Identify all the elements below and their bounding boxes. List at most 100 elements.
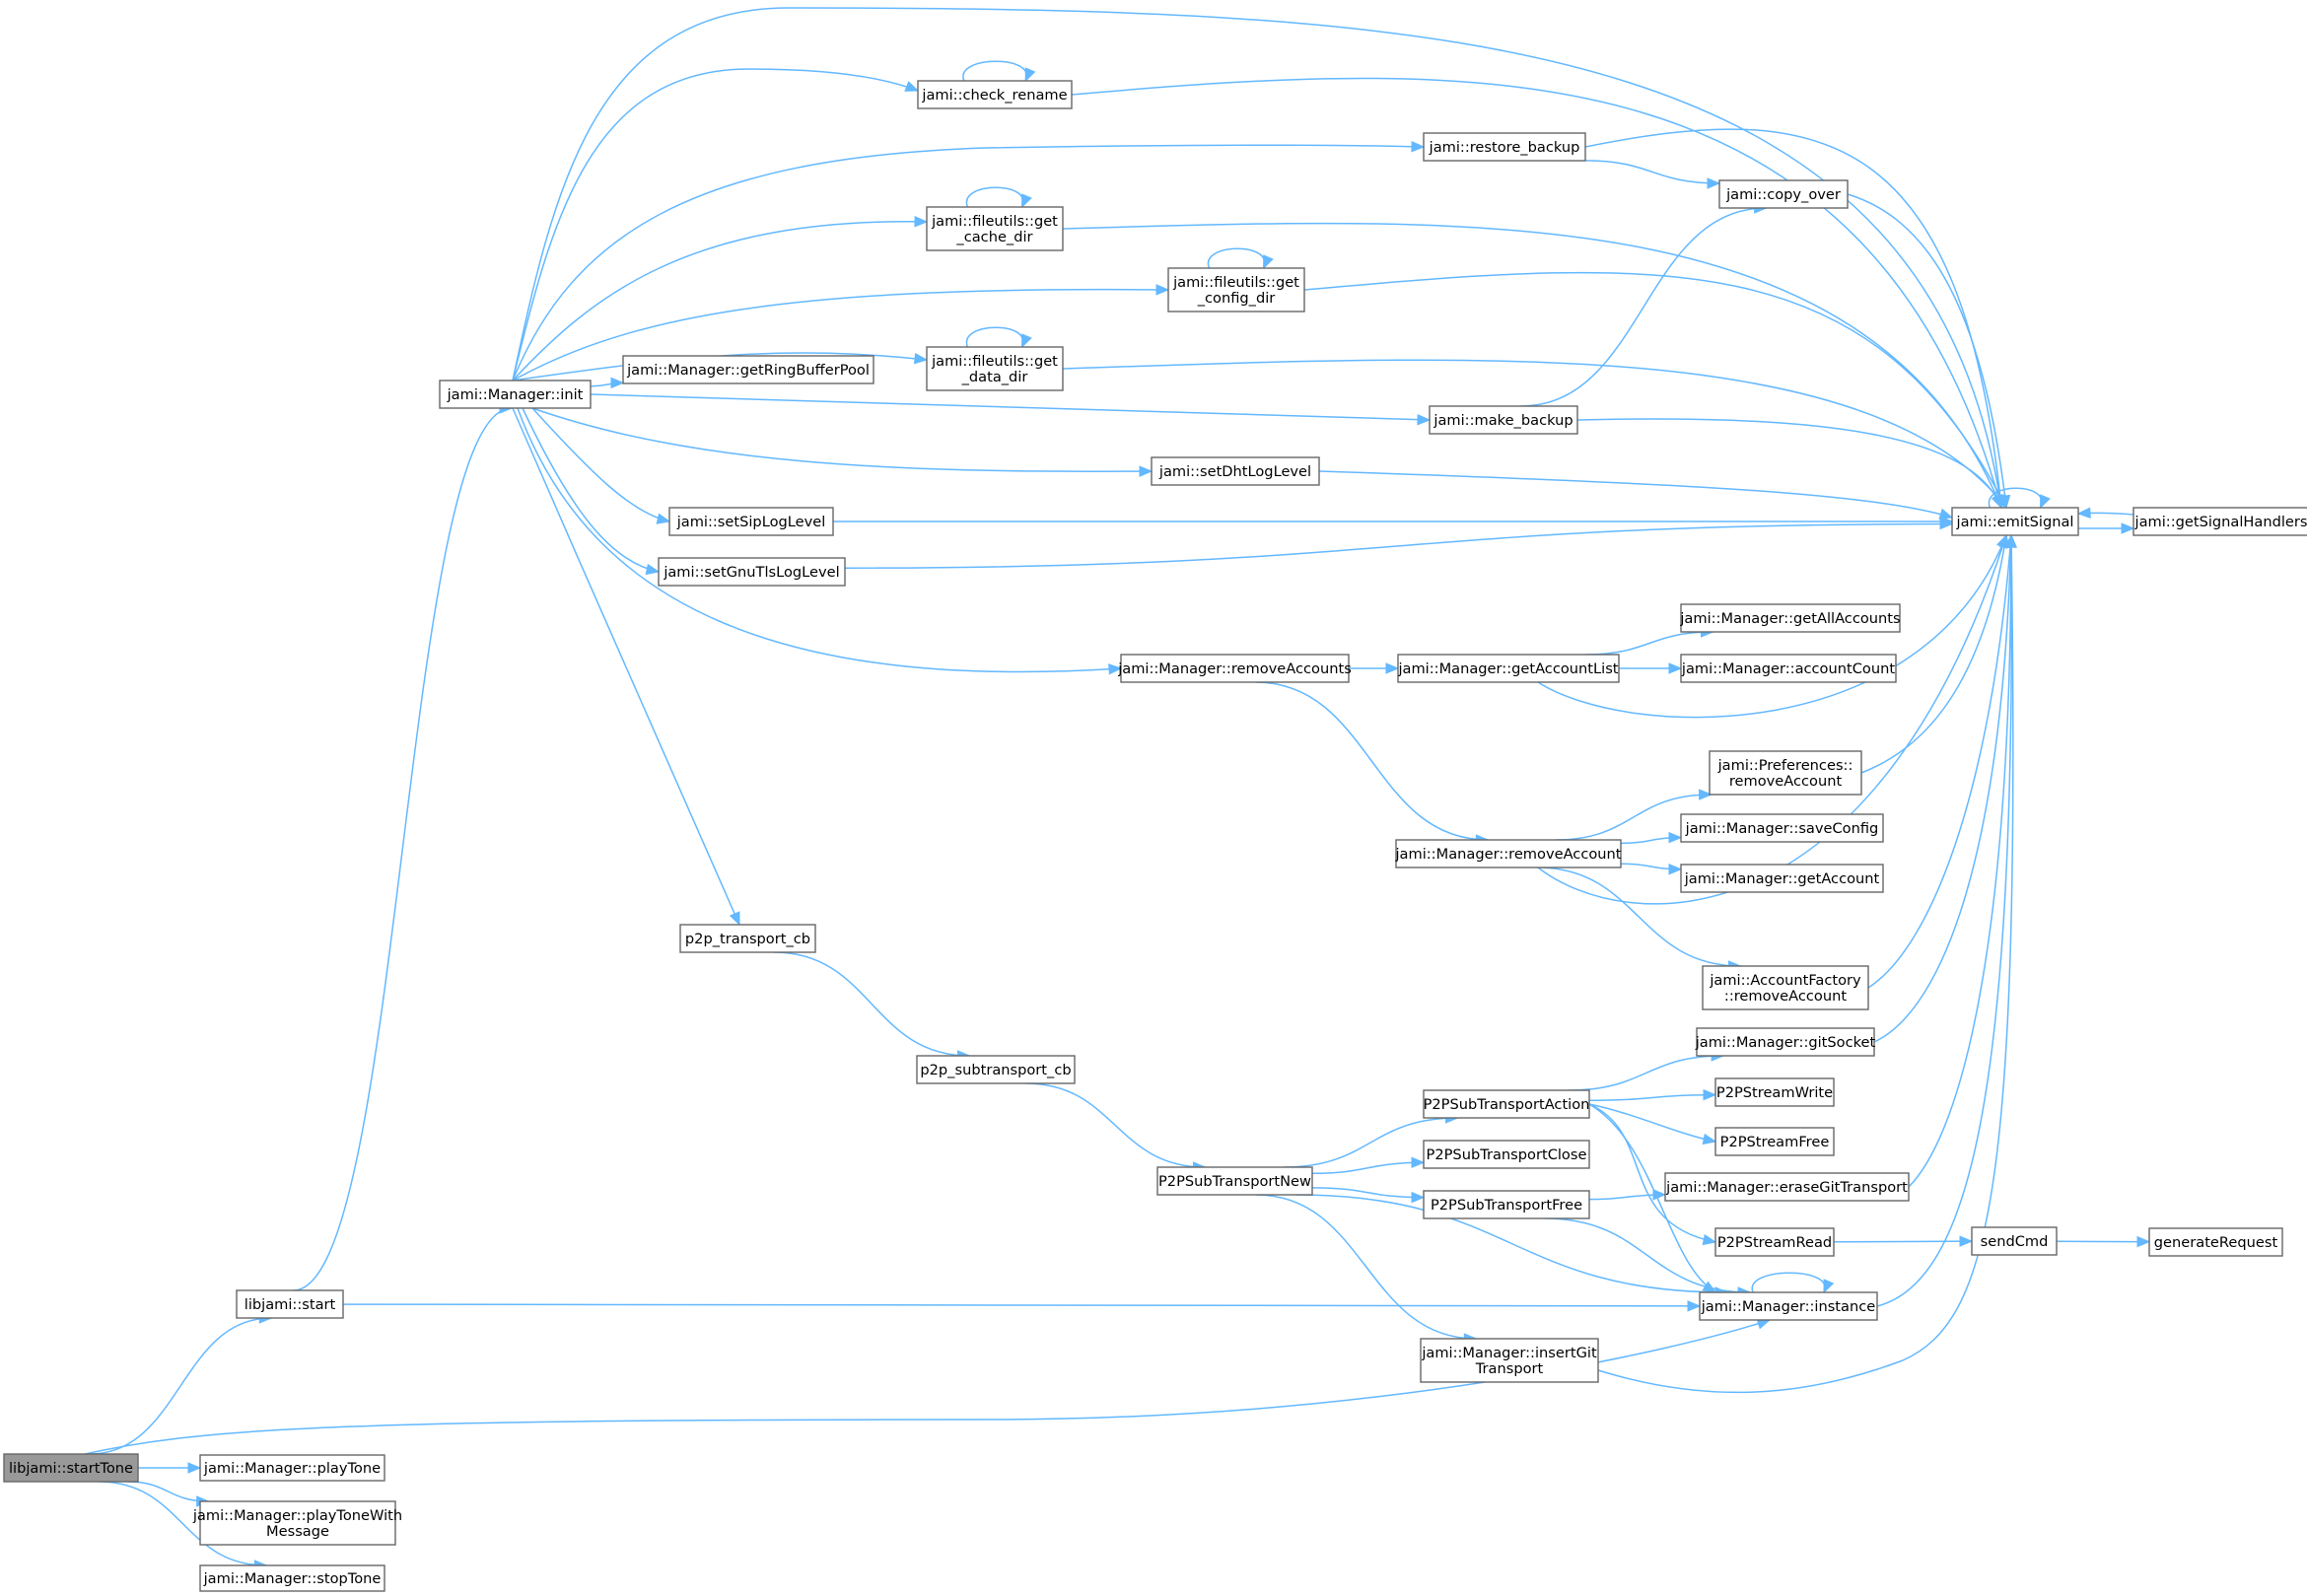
arrowhead bbox=[1998, 494, 2011, 510]
node-restore_backup[interactable]: jami::restore_backup bbox=[1423, 132, 1586, 162]
node-P2PStreamWrite[interactable]: P2PStreamWrite bbox=[1714, 1077, 1835, 1107]
edge-line bbox=[342, 1303, 1701, 1307]
node-startTone[interactable]: libjami::startTone bbox=[3, 1453, 139, 1483]
node-label: libjami::start bbox=[245, 1296, 336, 1313]
node-playTone[interactable]: jami::Manager::playTone bbox=[199, 1454, 385, 1482]
arrowhead bbox=[2076, 507, 2091, 520]
node-getSignalHandlers[interactable]: jami::getSignalHandlers bbox=[2132, 507, 2307, 536]
node-setGnuTlsLogLevel[interactable]: jami::setGnuTlsLogLevel bbox=[658, 557, 846, 587]
node-getRingBufferPool[interactable]: jami::Manager::getRingBufferPool bbox=[622, 355, 874, 384]
node-label: generateRequest bbox=[2154, 1234, 2278, 1251]
arrowhead bbox=[1411, 140, 1426, 153]
node-getAllAccounts[interactable]: jami::Manager::getAllAccounts bbox=[1679, 603, 1901, 633]
edge-line bbox=[1062, 222, 2002, 509]
node-getAccountList[interactable]: jami::Manager::getAccountList bbox=[1397, 654, 1620, 683]
node-label: jami::Manager::removeAccount bbox=[1395, 846, 1622, 863]
edge-line bbox=[512, 68, 919, 382]
node-label: jami::Manager::init bbox=[447, 386, 584, 403]
node-getAccount[interactable]: jami::Manager::getAccount bbox=[1680, 864, 1884, 893]
node-setDhtLogLevel[interactable]: jami::setDhtLogLevel bbox=[1151, 456, 1320, 486]
node-box bbox=[1696, 1027, 1875, 1057]
arrowhead bbox=[2136, 1235, 2151, 1248]
edge-init-to-setGnuTlsLogLevel bbox=[522, 407, 661, 576]
node-generateRequest[interactable]: generateRequest bbox=[2148, 1227, 2283, 1257]
node-stopTone[interactable]: jami::Manager::stopTone bbox=[199, 1564, 385, 1592]
edge-line bbox=[1588, 1103, 1716, 1293]
node-removeAccounts[interactable]: jami::Manager::removeAccounts bbox=[1117, 654, 1352, 683]
node-make_backup[interactable]: jami::make_backup bbox=[1429, 405, 1578, 435]
node-box bbox=[679, 924, 816, 953]
node-P2PSubTransportClose[interactable]: P2PSubTransportClose bbox=[1423, 1140, 1590, 1169]
node-accountCount[interactable]: jami::Manager::accountCount bbox=[1680, 654, 1897, 683]
edge-line bbox=[1584, 160, 1720, 184]
edge-line bbox=[99, 1481, 267, 1566]
edge-emitSignal-to-getSignalHandlers bbox=[2078, 522, 2135, 534]
node-box bbox=[1156, 1166, 1313, 1196]
node-label: _data_dir bbox=[961, 369, 1028, 385]
node-get_cache_dir[interactable]: jami::fileutils::get_cache_dir bbox=[926, 206, 1064, 251]
node-label: jami::Manager::getAccountList bbox=[1397, 660, 1618, 677]
node-label: P2PStreamWrite bbox=[1716, 1084, 1833, 1101]
node-box bbox=[1423, 1190, 1590, 1219]
node-emitSignal[interactable]: jami::emitSignal bbox=[1951, 507, 2079, 536]
arrowhead bbox=[1668, 864, 1683, 875]
edge-line bbox=[1295, 1194, 1728, 1293]
node-instance[interactable]: jami::Manager::instance bbox=[1699, 1291, 1878, 1321]
node-P2PSubTransportFree[interactable]: P2PSubTransportFree bbox=[1423, 1190, 1590, 1219]
edge-init-to-check_rename bbox=[512, 68, 920, 382]
node-init[interactable]: jami::Manager::init bbox=[439, 380, 592, 409]
edge-line bbox=[1071, 77, 2002, 509]
edge-P2PSubTransportNew-to-P2PSubTransportFree bbox=[1311, 1187, 1426, 1204]
node-box bbox=[926, 346, 1064, 391]
node-box bbox=[2132, 507, 2307, 536]
node-factoryRemoveAccount[interactable]: jami::AccountFactory::removeAccount bbox=[1702, 965, 1869, 1010]
node-gitSocket[interactable]: jami::Manager::gitSocket bbox=[1695, 1027, 1876, 1057]
edge-line bbox=[962, 60, 1027, 82]
node-box bbox=[917, 80, 1073, 109]
edge-get_data_dir-to-get_data_dir bbox=[965, 326, 1032, 349]
node-get_config_dir[interactable]: jami::fileutils::get_config_dir bbox=[1167, 267, 1305, 312]
node-p2p_subtransport_cb[interactable]: p2p_subtransport_cb bbox=[916, 1055, 1076, 1084]
edge-line bbox=[1873, 534, 2012, 1043]
node-setSipLogLevel[interactable]: jami::setSipLogLevel bbox=[668, 507, 834, 536]
arrowhead bbox=[1959, 1235, 1974, 1247]
edge-line bbox=[1062, 359, 2007, 509]
node-label: P2PSubTransportNew bbox=[1158, 1173, 1311, 1190]
node-removeAccount[interactable]: jami::Manager::removeAccount bbox=[1395, 839, 1622, 868]
node-label: jami::Manager::getAccount bbox=[1684, 870, 1880, 887]
node-eraseGitTransport[interactable]: jami::Manager::eraseGitTransport bbox=[1664, 1172, 1910, 1202]
node-label: libjami::startTone bbox=[9, 1460, 133, 1477]
node-P2PSubTransportAction[interactable]: P2PSubTransportAction bbox=[1423, 1089, 1590, 1119]
node-label: jami::Manager::getRingBufferPool bbox=[626, 362, 870, 379]
node-sendCmd[interactable]: sendCmd bbox=[1971, 1226, 2058, 1256]
edge-init-to-removeAccounts bbox=[517, 407, 1123, 675]
node-saveConfig[interactable]: jami::Manager::saveConfig bbox=[1680, 813, 1884, 843]
node-label: jami::setSipLogLevel bbox=[676, 514, 826, 530]
edge-line bbox=[1588, 1103, 1716, 1143]
node-get_data_dir[interactable]: jami::fileutils::get_data_dir bbox=[926, 346, 1064, 391]
edge-line bbox=[512, 407, 740, 926]
edge-getSignalHandlers-to-emitSignal bbox=[2076, 507, 2134, 520]
node-label: removeAccount bbox=[1729, 773, 1843, 790]
edge-line bbox=[1597, 534, 2014, 1394]
edge-line bbox=[531, 407, 1153, 472]
edge-line bbox=[1207, 247, 1266, 269]
node-P2PSubTransportNew[interactable]: P2PSubTransportNew bbox=[1156, 1166, 1313, 1196]
node-P2PStreamRead[interactable]: P2PStreamRead bbox=[1714, 1227, 1835, 1257]
arrowhead bbox=[610, 377, 625, 389]
edge-line bbox=[1537, 534, 2007, 719]
node-prefRemoveAccount[interactable]: jami::Preferences::removeAccount bbox=[1709, 750, 1862, 796]
node-box bbox=[926, 206, 1064, 251]
node-box bbox=[1120, 654, 1350, 683]
arrowhead bbox=[1021, 333, 1032, 349]
node-start[interactable]: libjami::start bbox=[236, 1289, 344, 1319]
node-check_rename[interactable]: jami::check_rename bbox=[917, 80, 1073, 109]
node-P2PStreamFree[interactable]: P2PStreamFree bbox=[1714, 1127, 1835, 1156]
edge-init-to-get_data_dir bbox=[512, 352, 929, 382]
arrowhead bbox=[187, 1462, 202, 1474]
node-p2p_transport_cb[interactable]: p2p_transport_cb bbox=[679, 924, 816, 953]
node-copy_over[interactable]: jami::copy_over bbox=[1718, 179, 1849, 209]
node-label: Transport bbox=[1475, 1360, 1544, 1377]
